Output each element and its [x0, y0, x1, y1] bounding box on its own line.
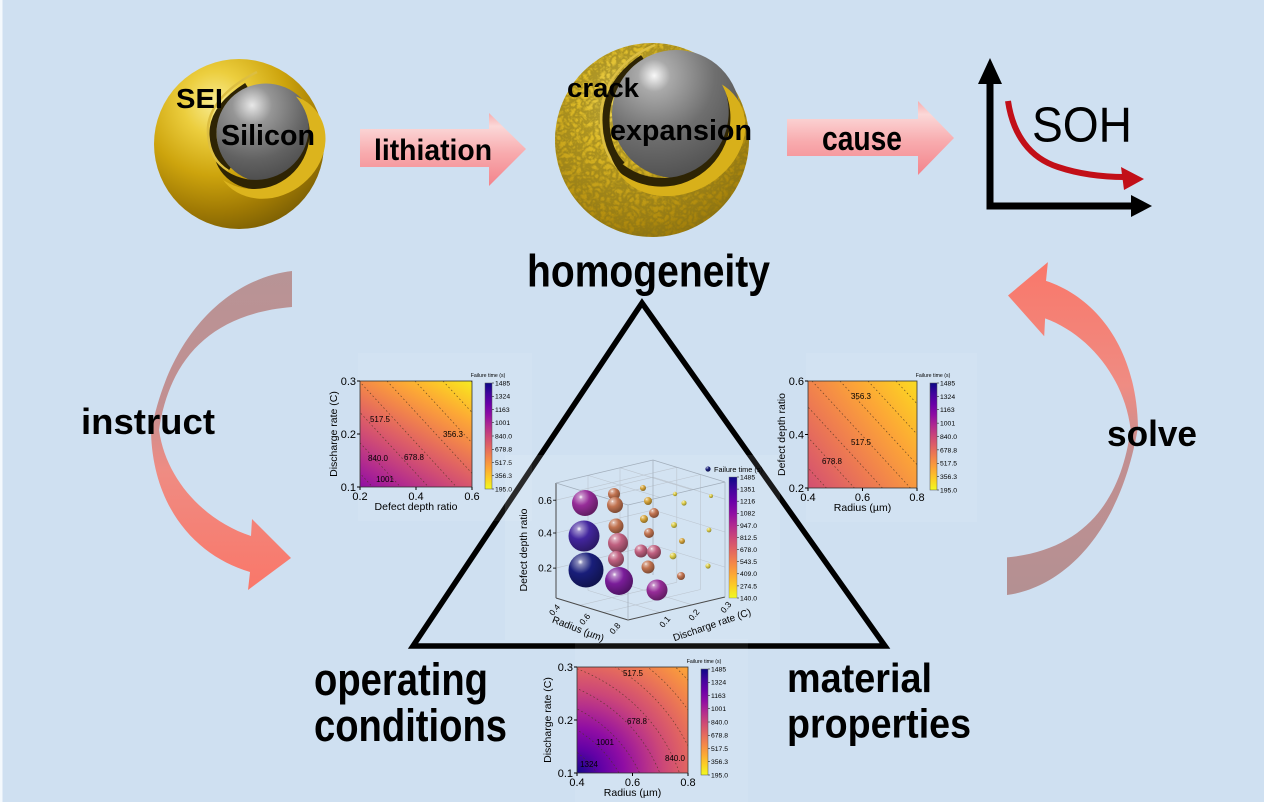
svg-text:356.3: 356.3: [940, 474, 957, 481]
svg-text:0.2: 0.2: [352, 491, 367, 503]
svg-text:1324: 1324: [711, 680, 726, 687]
svg-text:operating: operating: [314, 654, 488, 705]
svg-text:Silicon: Silicon: [221, 120, 315, 152]
svg-text:0.3: 0.3: [341, 376, 356, 388]
svg-text:840.0: 840.0: [665, 754, 686, 763]
svg-text:properties: properties: [787, 701, 971, 747]
svg-text:678.0: 678.0: [740, 547, 757, 554]
svg-text:840.0: 840.0: [368, 454, 389, 463]
svg-text:840.0: 840.0: [495, 433, 512, 440]
svg-text:crack: crack: [567, 73, 640, 103]
svg-text:expansion: expansion: [610, 115, 752, 147]
svg-text:1082: 1082: [740, 511, 755, 518]
svg-text:0.1: 0.1: [341, 482, 356, 494]
svg-text:Failure time (s): Failure time (s): [916, 373, 951, 379]
svg-text:1001: 1001: [596, 738, 614, 747]
svg-text:1324: 1324: [940, 394, 955, 401]
svg-text:0.4: 0.4: [408, 491, 423, 503]
svg-text:0.6: 0.6: [625, 777, 640, 789]
svg-text:356.3: 356.3: [495, 473, 512, 480]
svg-text:517.5: 517.5: [851, 438, 872, 447]
svg-text:Radius (µm): Radius (µm): [604, 787, 661, 799]
svg-text:517.5: 517.5: [623, 669, 644, 678]
svg-text:1163: 1163: [495, 407, 510, 414]
svg-text:solve: solve: [1107, 413, 1197, 454]
svg-text:cause: cause: [822, 120, 902, 158]
svg-text:lithiation: lithiation: [374, 134, 492, 167]
svg-text:140.0: 140.0: [740, 595, 757, 602]
svg-text:SEI: SEI: [176, 83, 223, 114]
svg-text:Discharge rate (C): Discharge rate (C): [542, 677, 554, 763]
svg-text:0.3: 0.3: [558, 662, 573, 674]
svg-text:1001: 1001: [376, 475, 394, 484]
svg-text:1163: 1163: [940, 407, 955, 414]
svg-text:543.5: 543.5: [740, 559, 757, 566]
svg-text:195.0: 195.0: [495, 486, 512, 493]
svg-text:0.2: 0.2: [341, 429, 356, 441]
svg-text:0.4: 0.4: [789, 430, 804, 442]
svg-text:1324: 1324: [580, 760, 598, 769]
svg-text:0.6: 0.6: [464, 491, 479, 503]
svg-text:0.6: 0.6: [538, 496, 552, 507]
svg-text:1001: 1001: [940, 421, 955, 428]
svg-text:Failure time (s): Failure time (s): [714, 465, 763, 474]
svg-text:274.5: 274.5: [740, 583, 757, 590]
svg-text:356.3: 356.3: [711, 759, 728, 766]
svg-text:0.6: 0.6: [855, 492, 870, 504]
svg-text:1351: 1351: [740, 487, 755, 494]
svg-text:517.5: 517.5: [940, 461, 957, 468]
svg-text:517.5: 517.5: [495, 460, 512, 467]
svg-text:195.0: 195.0: [940, 487, 957, 494]
svg-text:678.8: 678.8: [404, 453, 425, 462]
svg-text:678.8: 678.8: [822, 457, 843, 466]
svg-text:195.0: 195.0: [711, 772, 728, 779]
svg-text:409.0: 409.0: [740, 571, 757, 578]
svg-text:1485: 1485: [495, 380, 510, 387]
svg-text:517.5: 517.5: [711, 746, 728, 753]
svg-text:356.3: 356.3: [443, 430, 464, 439]
svg-text:Failure time (s): Failure time (s): [471, 373, 506, 379]
svg-text:678.8: 678.8: [495, 447, 512, 454]
svg-text:840.0: 840.0: [940, 434, 957, 441]
svg-text:1001: 1001: [495, 420, 510, 427]
svg-text:1163: 1163: [711, 693, 726, 700]
svg-text:812.5: 812.5: [740, 535, 757, 542]
svg-text:1324: 1324: [495, 394, 510, 401]
svg-text:conditions: conditions: [314, 700, 507, 751]
svg-text:678.8: 678.8: [940, 447, 957, 454]
svg-text:517.5: 517.5: [370, 415, 391, 424]
svg-text:Defect depth ratio: Defect depth ratio: [375, 501, 458, 513]
svg-text:0.4: 0.4: [800, 492, 815, 504]
svg-text:Defect depth ratio: Defect depth ratio: [518, 508, 530, 591]
svg-text:840.0: 840.0: [711, 719, 728, 726]
svg-text:678.8: 678.8: [627, 717, 648, 726]
svg-text:947.0: 947.0: [740, 523, 757, 530]
svg-text:material: material: [787, 655, 932, 701]
svg-text:Defect depth ratio: Defect depth ratio: [776, 393, 788, 476]
svg-text:356.3: 356.3: [851, 392, 872, 401]
svg-text:Discharge rate (C): Discharge rate (C): [328, 391, 340, 477]
svg-text:instruct: instruct: [81, 401, 215, 442]
svg-text:SOH: SOH: [1032, 98, 1132, 153]
svg-text:0.1: 0.1: [558, 768, 573, 780]
svg-text:0.4: 0.4: [538, 529, 552, 540]
svg-text:1485: 1485: [940, 380, 955, 387]
svg-text:0.8: 0.8: [680, 777, 695, 789]
svg-text:1001: 1001: [711, 706, 726, 713]
svg-text:0.6: 0.6: [789, 376, 804, 388]
svg-text:1485: 1485: [711, 666, 726, 673]
svg-text:homogeneity: homogeneity: [527, 246, 770, 297]
svg-text:678.8: 678.8: [711, 733, 728, 740]
svg-text:0.4: 0.4: [569, 777, 584, 789]
svg-text:Failure time (s): Failure time (s): [687, 659, 722, 665]
svg-text:0.8: 0.8: [909, 492, 924, 504]
svg-text:1485: 1485: [740, 474, 755, 481]
svg-text:Radius (µm): Radius (µm): [834, 502, 891, 514]
svg-text:0.2: 0.2: [789, 483, 804, 495]
svg-text:1216: 1216: [740, 499, 755, 506]
svg-text:0.2: 0.2: [538, 564, 552, 575]
svg-text:0.2: 0.2: [558, 715, 573, 727]
